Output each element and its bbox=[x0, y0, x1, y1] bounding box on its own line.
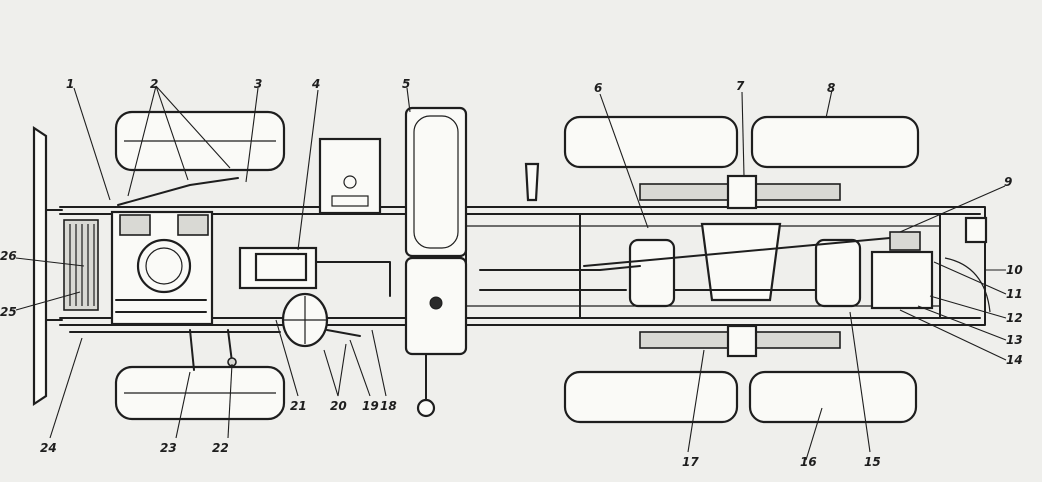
hand-lever bbox=[524, 162, 540, 202]
rear-equipment bbox=[870, 216, 991, 313]
callout-24: 24 bbox=[40, 441, 57, 455]
rear-axle-front bbox=[628, 174, 841, 308]
front-wheel-right bbox=[114, 365, 286, 421]
callout-21: 21 bbox=[290, 399, 307, 413]
callout-10: 10 bbox=[1006, 263, 1023, 277]
front-wheel-left bbox=[114, 110, 286, 172]
callout-7: 7 bbox=[736, 79, 745, 93]
callout-4: 4 bbox=[311, 77, 320, 91]
callout-12: 12 bbox=[1006, 311, 1023, 325]
callout-20: 20 bbox=[330, 399, 347, 413]
cab-tank bbox=[318, 137, 382, 215]
radiator bbox=[63, 219, 99, 311]
transfer-case bbox=[700, 222, 782, 302]
callout-23: 23 bbox=[160, 441, 177, 455]
callout-2: 2 bbox=[150, 77, 158, 91]
callout-22: 22 bbox=[212, 441, 229, 455]
callout-16: 16 bbox=[800, 455, 817, 469]
callout-6: 6 bbox=[594, 81, 602, 95]
rear-wheel-rear-left bbox=[750, 115, 920, 169]
callout-25: 25 bbox=[0, 305, 17, 319]
steering-wheel bbox=[281, 292, 361, 348]
rear-wheel-front-left bbox=[563, 115, 739, 169]
propeller-shafts bbox=[479, 237, 891, 291]
callout-5: 5 bbox=[402, 77, 410, 91]
leader-lines bbox=[15, 85, 1007, 461]
rear-wheel-rear-right bbox=[748, 370, 918, 424]
callout-11: 11 bbox=[1006, 287, 1023, 301]
front-steering-linkage bbox=[69, 177, 281, 371]
gearbox bbox=[238, 246, 391, 297]
engine bbox=[110, 210, 214, 326]
callout-19: 19 bbox=[362, 399, 379, 413]
tow-hook bbox=[416, 353, 436, 418]
callout-3: 3 bbox=[254, 77, 262, 91]
callout-15: 15 bbox=[864, 455, 881, 469]
front-bumper bbox=[32, 125, 63, 407]
rear-wheel-front-right bbox=[563, 370, 739, 424]
callout-26: 26 bbox=[0, 249, 17, 263]
callout-1: 1 bbox=[66, 77, 74, 91]
callout-18: 18 bbox=[380, 399, 397, 413]
callout-14: 14 bbox=[1006, 353, 1023, 367]
callout-17: 17 bbox=[682, 455, 699, 469]
callout-9: 9 bbox=[1004, 175, 1012, 189]
callout-8: 8 bbox=[827, 81, 835, 95]
spare-wheel bbox=[404, 106, 468, 356]
rear-axle-rear bbox=[639, 238, 862, 358]
callout-13: 13 bbox=[1006, 333, 1023, 347]
